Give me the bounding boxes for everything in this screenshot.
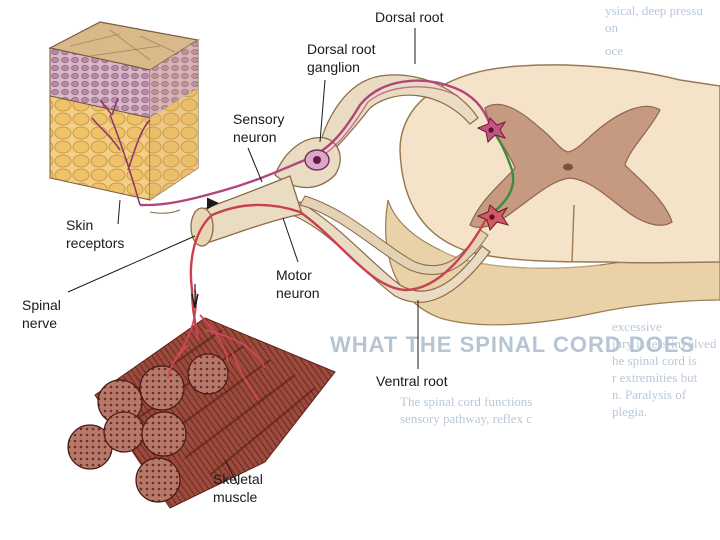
sensory-pathway bbox=[139, 79, 492, 207]
bg-line: he spinal cord is bbox=[612, 353, 697, 368]
leader-motor-neuron bbox=[282, 217, 299, 263]
label-line: neuron bbox=[233, 129, 277, 145]
leader-skin-receptors bbox=[117, 199, 121, 225]
skin-receptor-endings bbox=[91, 97, 151, 206]
leader-lines bbox=[67, 28, 419, 486]
label-line: neuron bbox=[276, 285, 320, 301]
motor-pathway bbox=[189, 203, 492, 341]
interneuron bbox=[489, 126, 515, 211]
bg-line: plegia. bbox=[612, 404, 648, 419]
bg-line: The spinal cord functions bbox=[400, 394, 533, 409]
label-line: Dorsal root bbox=[307, 41, 376, 57]
label-skin-receptors: Skin receptors bbox=[66, 216, 124, 252]
bg-heading: WHAT THE SPINAL CORD DOES bbox=[330, 332, 696, 357]
label-line: ganglion bbox=[307, 59, 360, 75]
label-dorsal-root: Dorsal root bbox=[375, 9, 444, 25]
label-line: Spinal bbox=[22, 297, 61, 313]
muscle-fascicle-end bbox=[139, 365, 185, 411]
motor-cell-body-icon bbox=[476, 204, 510, 232]
skin-side-fat bbox=[150, 88, 198, 200]
label-line: Motor bbox=[276, 267, 312, 283]
bg-line: ysical, deep pressu bbox=[605, 3, 703, 18]
bg-side-paragraph: excessive jury is less involved he spina… bbox=[612, 318, 720, 420]
label-ventral-root: Ventral root bbox=[376, 373, 448, 389]
bg-line: excessive bbox=[612, 319, 662, 334]
label-dorsal-root-ganglion: Dorsal root ganglion bbox=[307, 40, 375, 76]
label-line: receptors bbox=[66, 235, 125, 251]
median-fissure bbox=[571, 204, 575, 263]
skin-side-cells bbox=[150, 40, 198, 118]
sensory-terminal-icon bbox=[476, 117, 507, 144]
arrow-icon bbox=[191, 197, 219, 309]
leader-skeletal-muscle bbox=[224, 459, 239, 486]
white-matter-shading bbox=[439, 249, 601, 269]
interneuron-fiber bbox=[489, 126, 515, 211]
label-spinal-nerve: Spinal nerve bbox=[22, 296, 61, 332]
nerve-to-skin bbox=[149, 209, 181, 214]
label-line: Sensory bbox=[233, 111, 285, 127]
label-line: Skin bbox=[66, 217, 94, 233]
leader-sensory-neuron bbox=[247, 147, 263, 183]
bg-line: on bbox=[605, 20, 618, 35]
bg-paragraph: The spinal cord functions sensory pathwa… bbox=[400, 393, 533, 427]
central-canal bbox=[563, 163, 573, 171]
leader-spinal-nerve bbox=[67, 235, 196, 293]
bg-line: jury is less involved bbox=[612, 336, 717, 351]
label-sensory-neuron: Sensory neuron bbox=[233, 110, 284, 146]
spinal-cord bbox=[385, 64, 720, 326]
bg-line: r extremities but bbox=[612, 370, 698, 385]
bg-line: oce bbox=[605, 43, 624, 58]
skeletal-muscle-bundle bbox=[67, 289, 336, 509]
skin-surface-lines bbox=[69, 29, 176, 61]
label-line: nerve bbox=[22, 315, 58, 331]
muscle-fascicle-end bbox=[135, 457, 181, 503]
neuron-cell-body-icon bbox=[304, 149, 330, 171]
ventral-root-2 bbox=[299, 195, 489, 275]
leader-ganglion bbox=[319, 79, 326, 143]
skin-block bbox=[48, 21, 200, 206]
spinal-nerve-trunk bbox=[194, 175, 303, 243]
label-motor-neuron: Motor neuron bbox=[276, 266, 320, 302]
label-skeletal-muscle: Skeletal muscle bbox=[213, 470, 263, 506]
label-line: Skeletal bbox=[213, 471, 263, 487]
bg-text-right-column: ysical, deep pressu on oce bbox=[605, 2, 720, 59]
sensory-fiber-dorsal bbox=[317, 86, 459, 159]
muscle-fascicle-end bbox=[103, 411, 145, 453]
motor-end-plates bbox=[167, 289, 266, 401]
motor-fiber bbox=[189, 203, 492, 341]
bg-line: n. Paralysis of bbox=[612, 387, 687, 402]
muscle-fascicle-end bbox=[187, 353, 229, 395]
muscle-fascicle-end bbox=[141, 411, 187, 457]
bg-line: sensory pathway, reflex c bbox=[400, 411, 532, 426]
sensory-fiber bbox=[139, 79, 492, 207]
label-line: muscle bbox=[213, 489, 258, 505]
